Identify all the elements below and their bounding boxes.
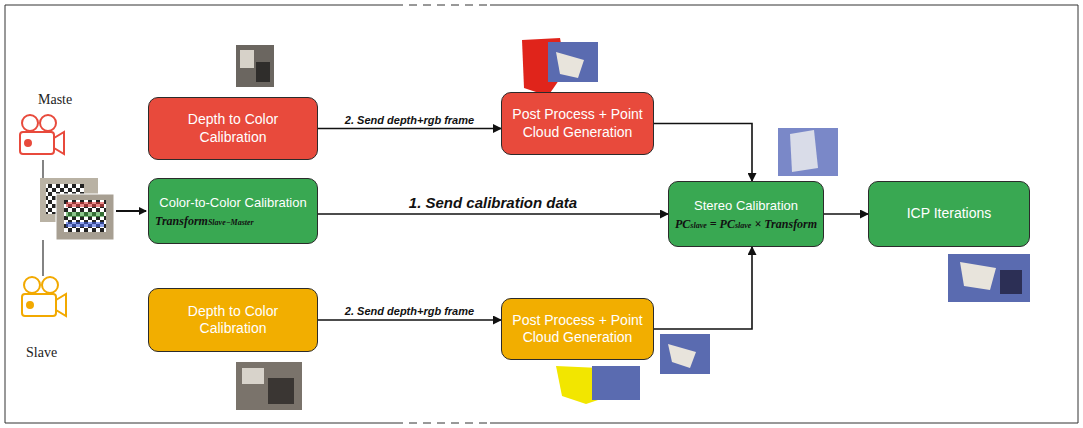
- process-box: Color-to-Color CalibrationTransformSlave…: [148, 178, 318, 244]
- process-box: Stereo CalibrationPCslave= PCslave× Tran…: [668, 181, 824, 247]
- process-box: Depth to Color Calibration: [148, 97, 318, 160]
- checkerboard-image: [40, 178, 114, 240]
- arrow-connector: [654, 124, 752, 182]
- edge-label: 2. Send depth+rgb frame: [343, 305, 476, 317]
- box-title: Color-to-Color Calibration: [159, 195, 306, 211]
- subscript-text: slave: [690, 221, 706, 230]
- arrow-connector: [318, 128, 501, 130]
- formula-text: × Transform: [754, 217, 817, 232]
- subscript-text: slave: [735, 221, 751, 230]
- box-title: Depth to Color Calibration: [159, 111, 307, 146]
- box-title: Post Process + Point Cloud Generation: [512, 312, 643, 347]
- box-title: ICP Iterations: [907, 205, 992, 223]
- edge-label: 2. Send depth+rgb frame: [343, 114, 476, 126]
- arrow-connector: [318, 213, 668, 215]
- formula-text: = PC: [710, 217, 735, 232]
- process-box: Post Process + Point Cloud Generation: [501, 92, 654, 155]
- outer-frame: [5, 5, 1078, 423]
- camera-label: Maste: [38, 92, 72, 108]
- box-title: Depth to Color Calibration: [159, 303, 307, 338]
- master-camera-icon: [20, 115, 64, 154]
- slave-camera-icon: [22, 277, 66, 316]
- formula-row: PCslave= PCslave× Transform: [675, 217, 817, 232]
- rgb-photo: [236, 362, 302, 410]
- formula-text: PC: [675, 217, 690, 232]
- arrow-connector: [318, 319, 501, 321]
- process-box: Post Process + Point Cloud Generation: [501, 298, 654, 360]
- arrow-connector: [824, 213, 868, 215]
- point-cloud-image: [522, 38, 598, 96]
- merged-cloud-image: [778, 128, 838, 176]
- icp-result-image: [948, 254, 1030, 302]
- camera-label: Slave: [26, 345, 57, 361]
- arrow-connector: [654, 247, 752, 329]
- box-title: Stereo Calibration: [694, 198, 798, 214]
- rgb-photo: [236, 45, 274, 87]
- subscript-text: Slave−Master: [208, 218, 254, 227]
- formula-row: TransformSlave−Master: [155, 214, 254, 229]
- input-arrow: [116, 210, 146, 212]
- process-box: Depth to Color Calibration: [148, 288, 318, 352]
- formula-text: Transform: [155, 214, 208, 229]
- box-title: Post Process + Point Cloud Generation: [512, 106, 643, 141]
- edge-label: 1. Send calibration data: [407, 194, 579, 211]
- process-box: ICP Iterations: [868, 181, 1030, 247]
